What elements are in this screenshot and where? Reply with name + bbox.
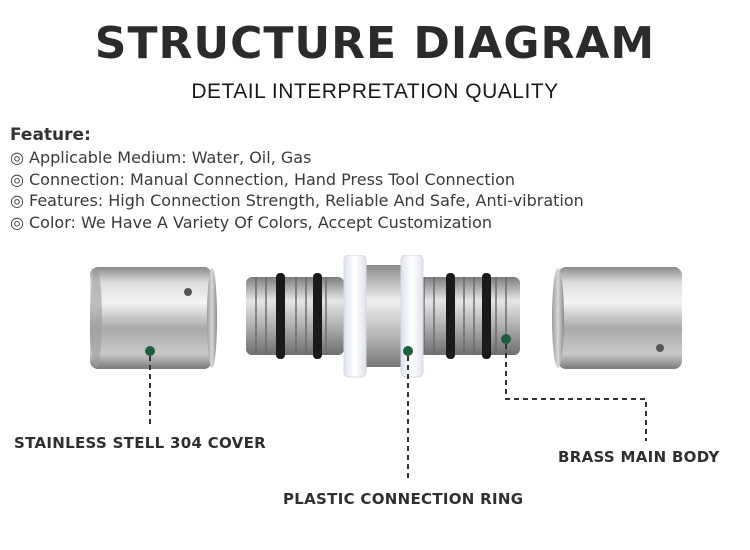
bullet-icon: ◎ (10, 148, 24, 167)
feature-heading: Feature: (10, 125, 91, 145)
page-subtitle: DETAIL INTERPRETATION QUALITY (191, 80, 559, 103)
ring-label: PLASTIC CONNECTION RING (283, 490, 524, 508)
body-marker-icon (501, 334, 511, 344)
bullet-icon: ◎ (10, 191, 24, 210)
right-steel-cover (552, 267, 682, 369)
fitting-illustration (90, 255, 682, 481)
feature-item-medium: ◎Applicable Medium: Water, Oil, Gas (10, 148, 312, 167)
feature-item-color: ◎Color: We Have A Variety Of Colors, Acc… (10, 212, 493, 232)
cover-marker-icon (145, 346, 155, 356)
feature-item-connection: ◎Connection: Manual Connection, Hand Pre… (10, 169, 516, 189)
left-steel-cover (90, 267, 217, 369)
body-label: BRASS MAIN BODY (558, 448, 720, 466)
feature-list: ◎Applicable Medium: Water, Oil, Gas ◎Con… (10, 147, 584, 233)
bullet-icon: ◎ (10, 169, 24, 189)
bullet-icon: ◎ (10, 212, 24, 232)
cover-label: STAINLESS STELL 304 COVER (14, 434, 266, 452)
feature-item-features: ◎Features: High Connection Strength, Rel… (10, 191, 584, 210)
page-title: STRUCTURE DIAGRAM (94, 18, 656, 69)
brass-main-body (246, 265, 520, 367)
body-leader-line (505, 344, 647, 441)
ring-marker-icon (403, 346, 413, 356)
